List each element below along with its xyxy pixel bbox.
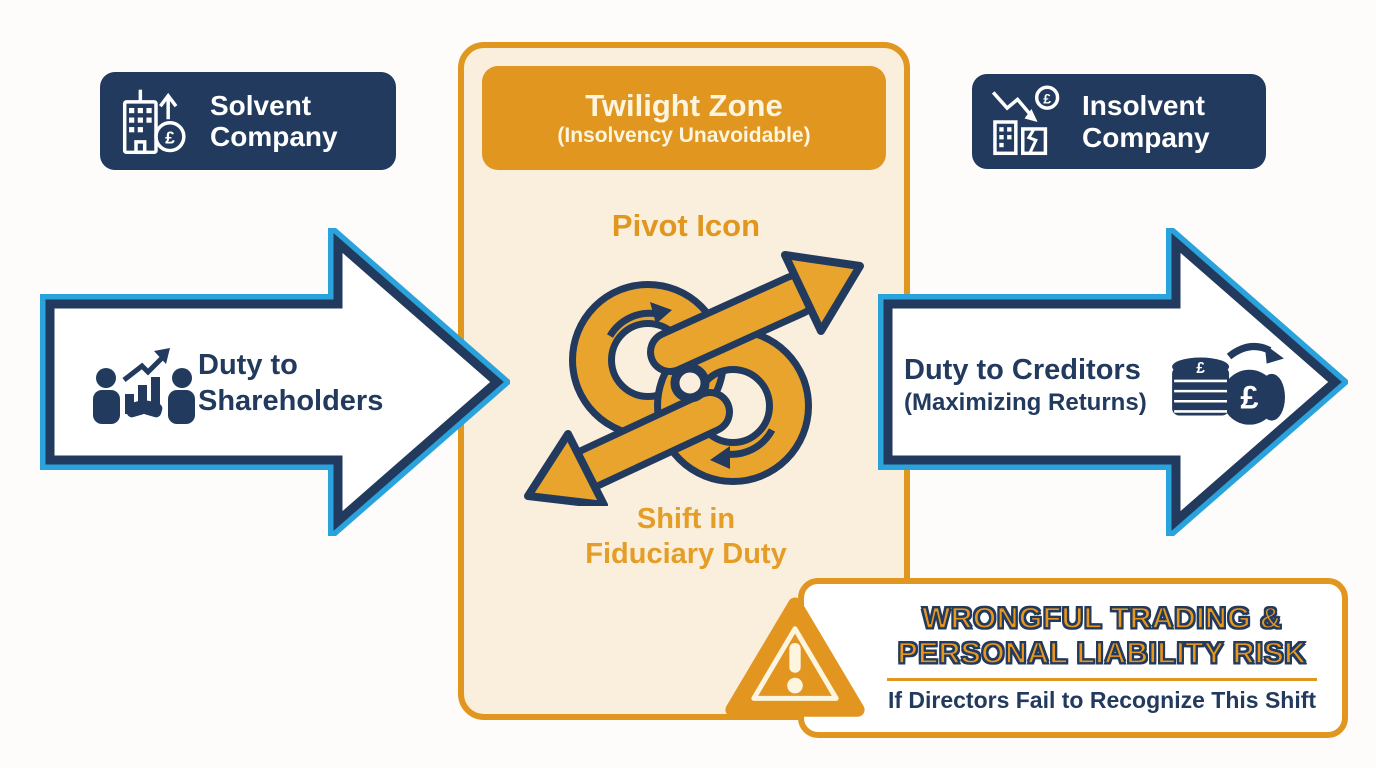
shift-caption-line2: Fiduciary Duty <box>585 537 787 570</box>
shift-in-fiduciary-duty-caption: Shift in Fiduciary Duty <box>536 502 836 572</box>
solvent-company-label: Solvent Company <box>210 89 338 152</box>
duty-to-shareholders-line2: Shareholders <box>198 385 384 418</box>
solvent-building-pound-icon: £ <box>122 89 186 155</box>
pound-glyph: £ <box>165 128 175 148</box>
wrongful-trading-warning-box: WRONGFUL TRADING & PERSONAL LIABILITY RI… <box>798 578 1348 738</box>
insolvent-decline-building-icon: £ <box>991 84 1060 155</box>
duty-to-shareholders-line1: Duty to <box>198 349 298 381</box>
warning-triangle-icon <box>725 597 865 717</box>
warning-divider <box>887 678 1317 681</box>
pivot-swap-arrows-icon <box>524 251 864 506</box>
creditors-coins-pound-icon: £ £ <box>1172 342 1285 425</box>
duty-to-creditors-line1: Duty to Creditors <box>904 354 1141 386</box>
pound-glyph: £ <box>1043 90 1051 106</box>
right-flow-arrow <box>878 228 1348 536</box>
duty-to-creditors-label: Duty to Creditors (Maximizing Returns) <box>904 352 1147 418</box>
pivot-icon-caption: Pivot Icon <box>611 208 761 243</box>
insolvent-company-label: Insolvent Company <box>1082 90 1210 153</box>
warning-title-line2: PERSONAL LIABILITY RISK <box>897 636 1307 671</box>
warning-title-line1: WRONGFUL TRADING & <box>921 601 1283 636</box>
twilight-zone-subtitle: (Insolvency Unavoidable) <box>557 123 811 147</box>
twilight-zone-header: Twilight Zone (Insolvency Unavoidable) <box>482 66 886 170</box>
twilight-zone-title: Twilight Zone <box>585 88 783 124</box>
pound-glyph: £ <box>1196 360 1205 377</box>
warning-subtitle: If Directors Fail to Recognize This Shif… <box>887 687 1317 713</box>
duty-to-shareholders-label: Duty to Shareholders <box>198 347 383 420</box>
pound-glyph: £ <box>1240 379 1258 415</box>
solvent-company-badge: £ Solvent Company <box>100 72 396 170</box>
insolvent-company-badge: £ Insolvent Company <box>972 74 1266 169</box>
duty-to-creditors-line2: (Maximizing Returns) <box>904 389 1147 417</box>
left-flow-arrow <box>40 228 510 536</box>
shift-caption-line1: Shift in <box>636 503 736 535</box>
shareholders-handshake-growth-icon <box>93 348 195 424</box>
